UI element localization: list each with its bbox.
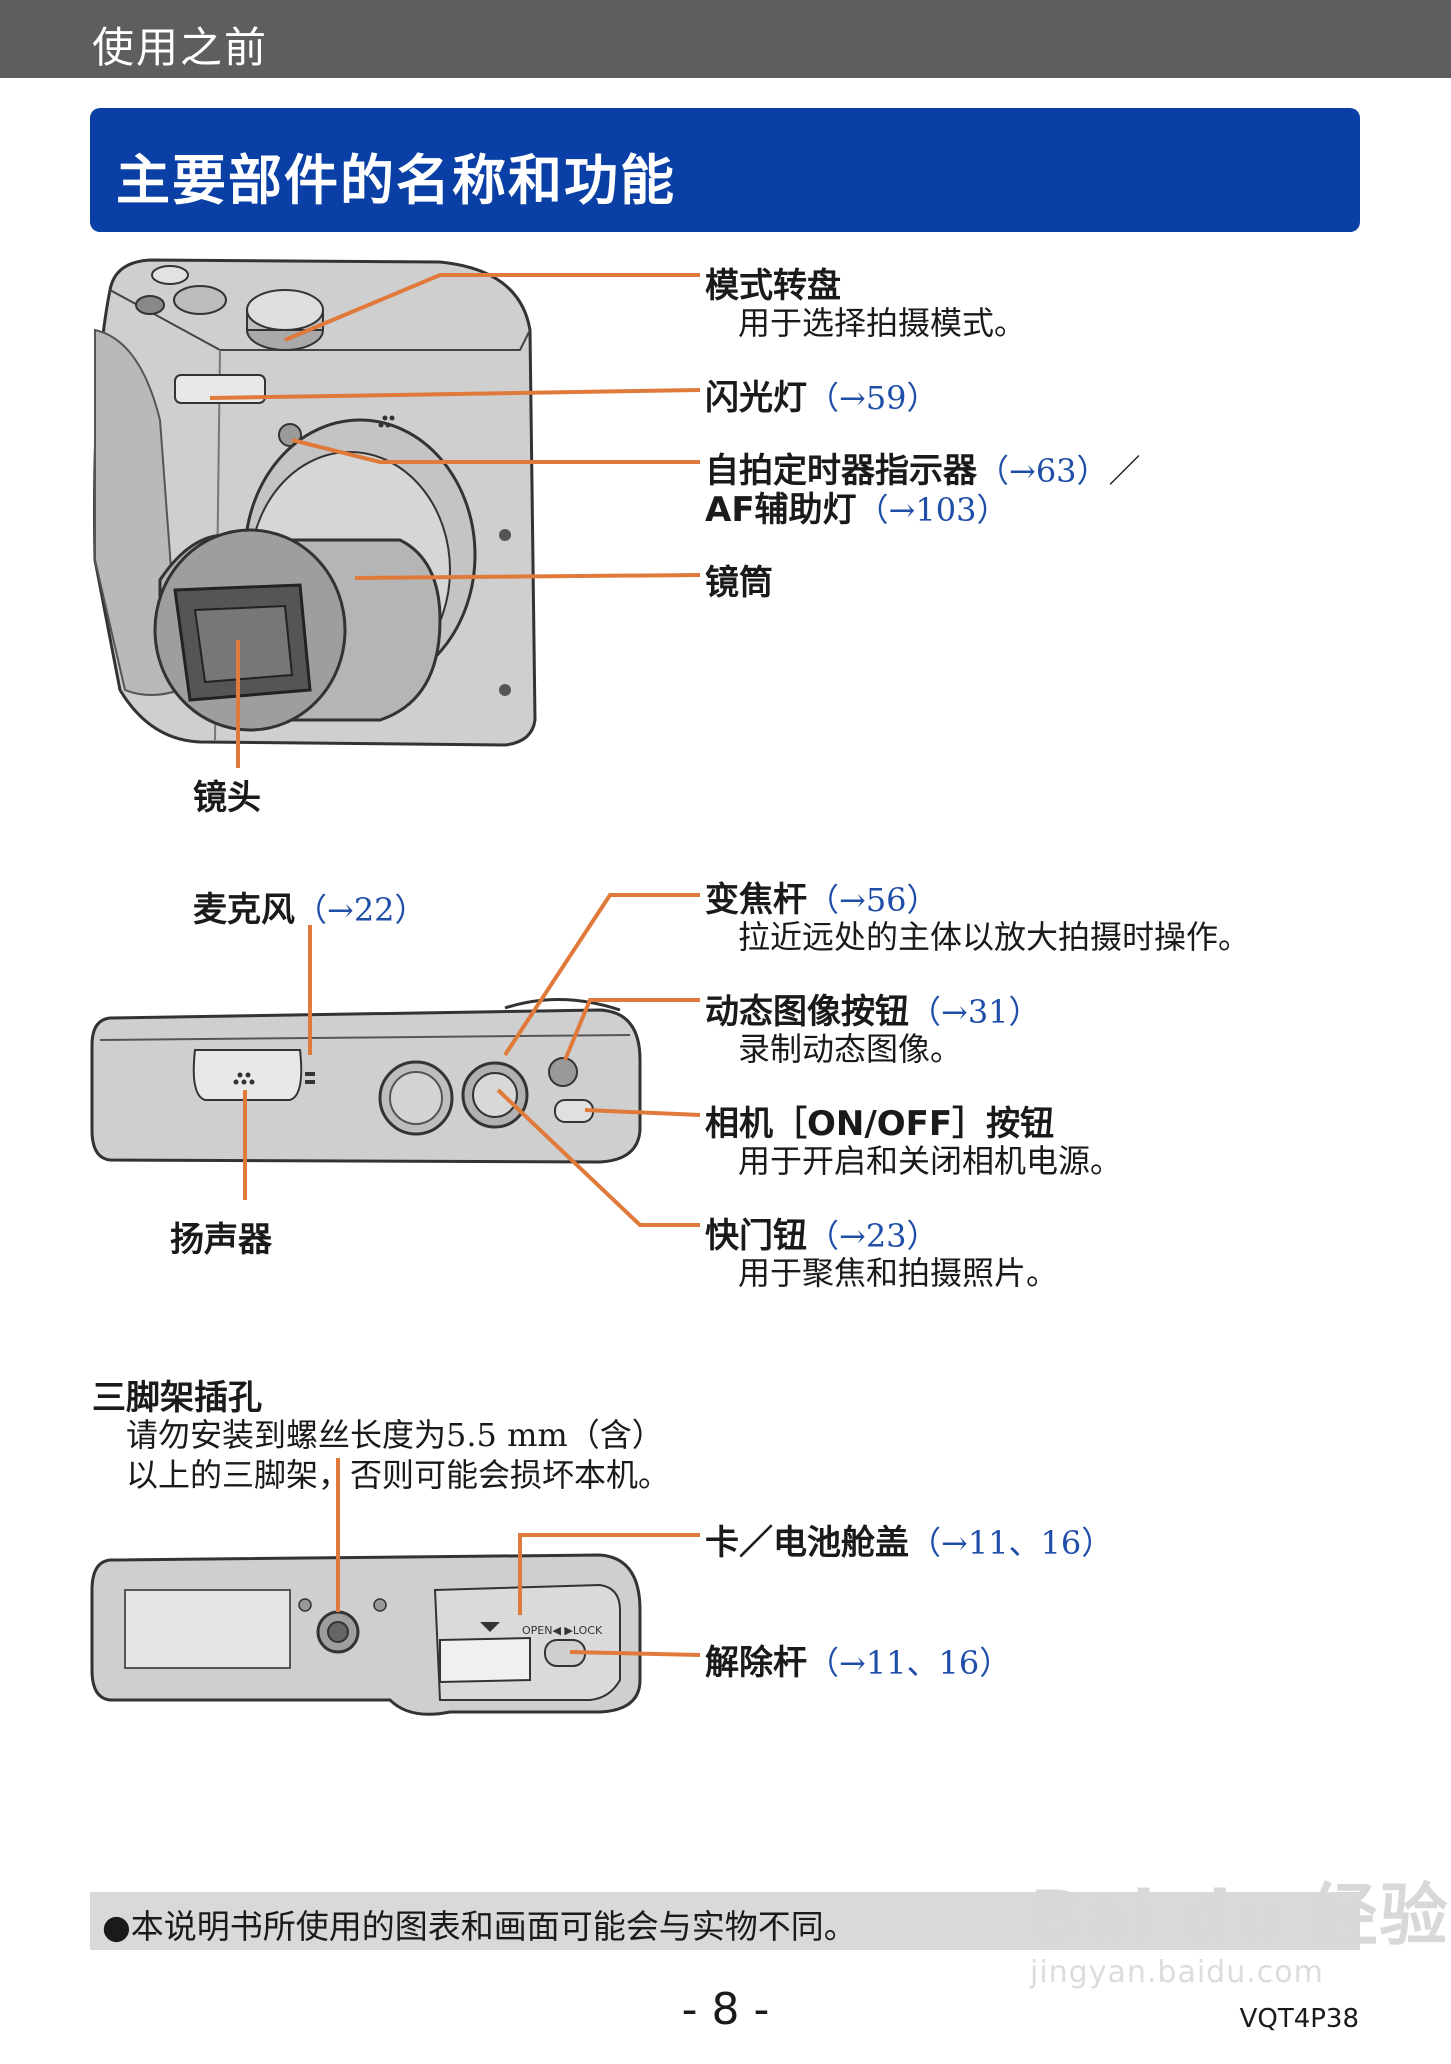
release-lever-label-row: 解除杆（→11、16） bbox=[705, 1635, 1011, 1684]
camera-bottom-illustration: OPEN◀ ▶LOCK bbox=[90, 1553, 642, 1716]
zoom-lever-label-row: 变焦杆（→56） bbox=[705, 872, 939, 921]
af-assist-ref: （→103） bbox=[856, 491, 1009, 529]
movie-button-label: 动态图像按钮 bbox=[705, 992, 909, 1032]
release-lever-label: 解除杆 bbox=[705, 1643, 807, 1683]
zoom-lever-label: 变焦杆 bbox=[705, 880, 807, 920]
flash-ref: （→59） bbox=[807, 379, 939, 417]
microphone-label-row: 麦克风（→22） bbox=[193, 882, 427, 931]
tripod-desc-2: 以上的三脚架，否则可能会损坏本机。 bbox=[126, 1456, 671, 1494]
tripod-desc-1: 请勿安装到螺丝长度为5.5 mm（含） bbox=[126, 1416, 664, 1454]
shutter-button-desc: 用于聚焦和拍摄照片。 bbox=[738, 1254, 1059, 1292]
speaker-label: 扬声器 bbox=[170, 1220, 272, 1260]
flash-label: 闪光灯 bbox=[705, 378, 807, 418]
self-timer-ref: （→63） bbox=[977, 452, 1109, 490]
release-lever-ref: （→11、16） bbox=[807, 1644, 1012, 1682]
card-cover-label-row: 卡／电池舱盖（→11、16） bbox=[705, 1515, 1113, 1564]
movie-button-label-row: 动态图像按钮（→31） bbox=[705, 984, 1041, 1033]
power-button-label: 相机［ON/OFF］按钮 bbox=[705, 1104, 1055, 1144]
document-code: VQT4P38 bbox=[1239, 2004, 1359, 2034]
watermark-logo: Bai du 经验 bbox=[1030, 1877, 1450, 1956]
self-timer-label-row: 自拍定时器指示器（→63）／ bbox=[705, 443, 1141, 492]
power-button-desc: 用于开启和关闭相机电源。 bbox=[738, 1142, 1123, 1180]
lens-label: 镜头 bbox=[193, 778, 261, 818]
af-assist-label-row: AF辅助灯（→103） bbox=[705, 482, 1008, 531]
self-timer-separator: ／ bbox=[1108, 452, 1141, 490]
zoom-lever-desc: 拉近远处的主体以放大拍摄时操作。 bbox=[738, 918, 1251, 956]
footer-note: ●本说明书所使用的图表和画面可能会与实物不同。 bbox=[102, 1907, 857, 1946]
camera-front-illustration bbox=[93, 258, 537, 747]
card-cover-ref: （→11、16） bbox=[909, 1524, 1114, 1562]
lens-barrel-label: 镜筒 bbox=[705, 563, 773, 603]
page-number: - 8 - bbox=[681, 1984, 770, 2035]
tripod-label: 三脚架插孔 bbox=[92, 1378, 262, 1418]
zoom-lever-ref: （→56） bbox=[807, 881, 939, 919]
camera-top-illustration bbox=[90, 997, 642, 1164]
lever-marking: OPEN◀ ▶LOCK bbox=[522, 1624, 603, 1637]
mode-dial-label: 模式转盘 bbox=[705, 266, 841, 306]
movie-button-ref: （→31） bbox=[909, 993, 1041, 1031]
af-assist-label: AF辅助灯 bbox=[705, 490, 857, 530]
shutter-button-label-row: 快门钮（→23） bbox=[705, 1208, 939, 1257]
section-title: 使用之前 bbox=[92, 23, 269, 72]
watermark-url: jingyan.baidu.com bbox=[1030, 1955, 1324, 1990]
shutter-button-ref: （→23） bbox=[807, 1217, 939, 1255]
title-banner: 主要部件的名称和功能 bbox=[90, 108, 1360, 232]
microphone-label: 麦克风 bbox=[193, 890, 295, 930]
section-header: 使用之前 bbox=[0, 0, 1451, 78]
shutter-button-label: 快门钮 bbox=[705, 1216, 807, 1256]
self-timer-label: 自拍定时器指示器 bbox=[705, 451, 977, 491]
microphone-ref: （→22） bbox=[295, 891, 427, 929]
movie-button-desc: 录制动态图像。 bbox=[738, 1030, 963, 1068]
card-cover-label: 卡／电池舱盖 bbox=[705, 1523, 909, 1563]
note-bar: ●本说明书所使用的图表和画面可能会与实物不同。 bbox=[90, 1892, 1360, 1950]
mode-dial-desc: 用于选择拍摄模式。 bbox=[738, 304, 1027, 342]
page-title: 主要部件的名称和功能 bbox=[116, 149, 676, 212]
flash-label-row: 闪光灯（→59） bbox=[705, 370, 939, 419]
